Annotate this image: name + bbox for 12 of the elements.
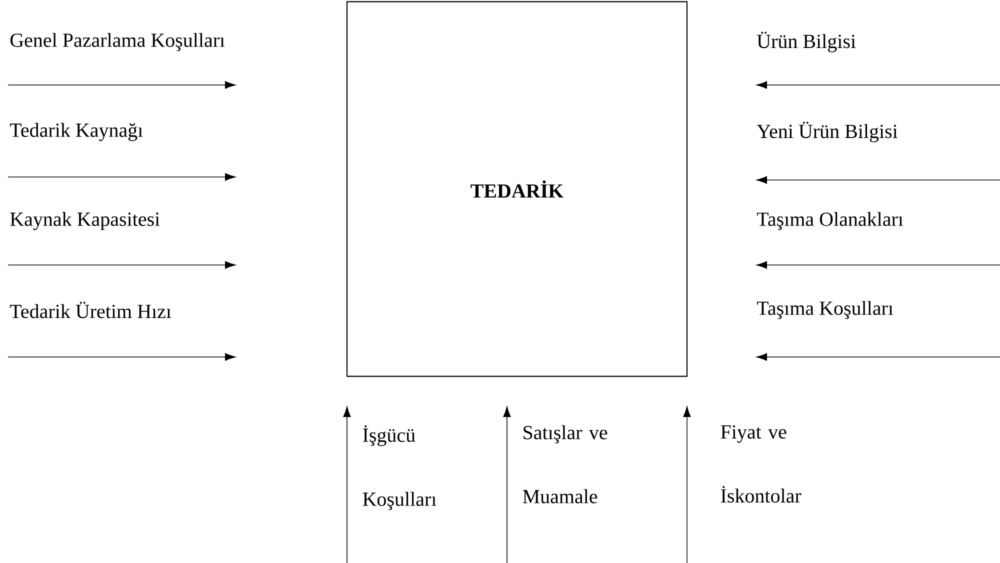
input-label: Satışlar ve Muamale [522,425,608,504]
input-label: Fiyat ve İskontolar [720,425,802,503]
input-label: Yeni Ürün Bilgisi [756,122,898,142]
input-label: İşgücü Koşulları [362,425,436,510]
input-label: Taşıma Olanakları [756,212,904,230]
input-label: Kaynak Kapasitesi [10,212,160,230]
input-label: Taşıma Koşulları [756,300,894,320]
input-label: Genel Pazarlama Koşulları [10,32,225,52]
process-box: TEDARİK [346,1,688,377]
input-label: Tedarik Üretim Hızı [10,302,172,318]
input-label: Tedarik Kaynağı [10,122,143,142]
input-label: Ürün Bilgisi [757,32,856,52]
